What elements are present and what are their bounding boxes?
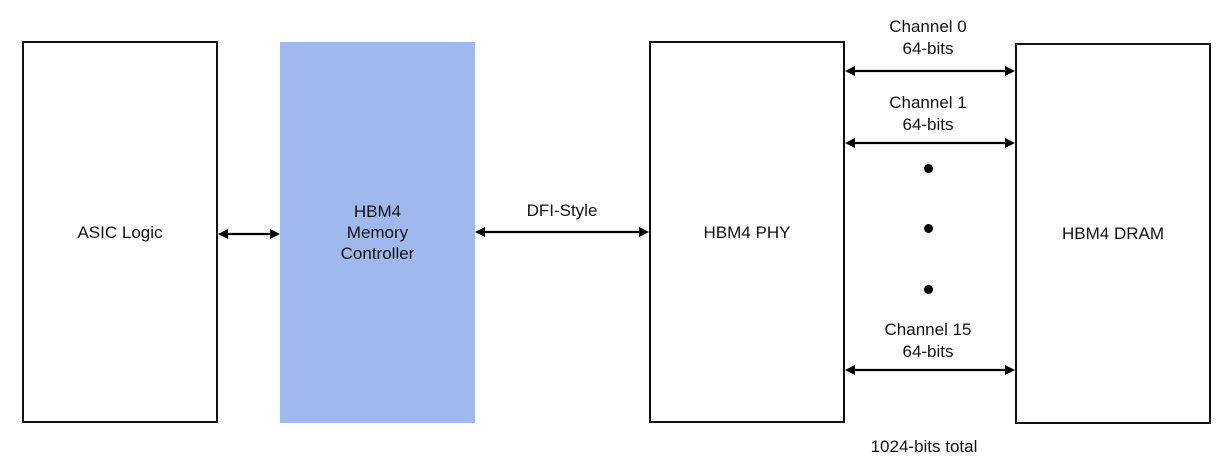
hbm4-phy-block: HBM4 PHY bbox=[649, 41, 845, 423]
channel-1-width: 64-bits bbox=[902, 115, 954, 134]
memory-controller-label-line-3: Controller bbox=[340, 244, 415, 263]
ellipsis-dot-icon bbox=[924, 285, 933, 294]
memory-controller-block: HBM4 Memory Controller bbox=[280, 42, 475, 423]
channel-0-name: Channel 0 bbox=[889, 17, 967, 36]
channel-15-double-arrow-icon bbox=[845, 365, 1015, 375]
channel-15-width: 64-bits bbox=[902, 342, 954, 361]
asic-logic-label: ASIC Logic bbox=[77, 222, 163, 242]
ellipsis-dot-icon bbox=[924, 164, 933, 173]
channel-0-double-arrow-icon bbox=[845, 66, 1015, 76]
channel-0-width: 64-bits bbox=[902, 39, 954, 58]
asic-logic-block: ASIC Logic bbox=[22, 41, 218, 423]
channel-1-double-arrow-icon bbox=[845, 138, 1015, 148]
asic-controller-double-arrow-icon bbox=[218, 229, 280, 239]
channel-1-label: Channel 1 64-bits bbox=[866, 92, 990, 136]
hbm4-phy-label: HBM4 PHY bbox=[703, 222, 791, 242]
controller-phy-double-arrow-icon bbox=[475, 227, 649, 237]
memory-controller-label-line-1: HBM4 bbox=[353, 202, 402, 221]
ellipsis-dot-icon bbox=[924, 224, 933, 233]
memory-controller-label: HBM4 Memory Controller bbox=[341, 201, 415, 264]
hbm4-dram-label: HBM4 DRAM bbox=[1061, 224, 1164, 243]
channel-15-label: Channel 15 64-bits bbox=[866, 319, 990, 363]
memory-controller-label-line-2: Memory bbox=[346, 223, 409, 242]
channel-15-name: Channel 15 bbox=[884, 320, 972, 339]
channel-0-label: Channel 0 64-bits bbox=[866, 16, 990, 60]
total-bits-label: 1024-bits total bbox=[870, 437, 978, 456]
channel-1-name: Channel 1 bbox=[889, 93, 967, 112]
hbm4-dram-block: HBM4 DRAM bbox=[1015, 43, 1211, 424]
dfi-style-label: DFI-Style bbox=[526, 201, 598, 220]
